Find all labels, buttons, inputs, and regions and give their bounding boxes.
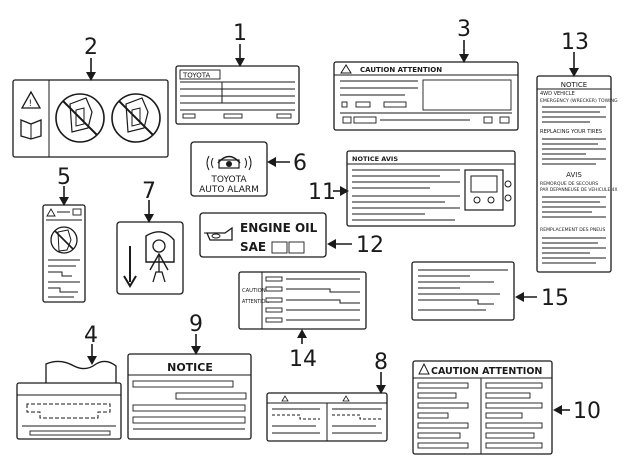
label-5-child-seat (42, 204, 86, 303)
label-4-wavy-label (16, 360, 122, 440)
callout-5: 5 (57, 165, 71, 190)
child-in-seat-icon (145, 231, 175, 283)
label-15-info (411, 261, 515, 321)
sae-text: SAE (240, 240, 266, 254)
callout-10: 10 (573, 399, 601, 424)
engine-diagram-icon (464, 169, 512, 211)
label-1-toyota-info: TOYOTA (175, 65, 300, 125)
remorque-13b-text: PAR DEPANNEUSE DE VEHICULE 4X (540, 187, 617, 193)
label-8-dual (266, 392, 388, 442)
no-rear-facing-seat-icon (111, 93, 161, 143)
callout-8: 8 (374, 350, 388, 375)
avis-13-title: AVIS (566, 171, 582, 179)
label-3-caution-attention: CAUTION ATTENTION (333, 61, 519, 131)
vehicle-13-text: 4WD VEHICLE (540, 91, 575, 97)
callout-1: 1 (233, 21, 247, 46)
callout-numbers: 1 2 3 4 5 6 7 8 9 10 11 12 13 14 15 (57, 17, 601, 424)
label-6-auto-alarm: TOYOTA AUTO ALARM (190, 141, 268, 197)
label-13-notice-towing: NOTICE 4WD VEHICLE EMERGENCY (WRECKER) T… (536, 75, 618, 273)
manual-book-icon (20, 119, 42, 140)
caution-attention-text-10: CAUTION ATTENTION (431, 366, 542, 377)
label-10-caution-attention: CAUTION ATTENTION (412, 360, 553, 455)
svg-text:!: ! (29, 99, 33, 109)
engine-oil-text: ENGINE OIL (240, 221, 318, 235)
label-12-engine-oil: ENGINE OIL SAE (199, 212, 327, 258)
notice-13-title: NOTICE (561, 81, 587, 89)
remplacement-13-text: REMPLACEMENT DES PNEUS (540, 227, 606, 233)
notice-9-title: NOTICE (167, 361, 213, 374)
callout-arrows (59, 40, 579, 415)
label-9-notice: NOTICE (127, 353, 252, 440)
label-7-child-seat-icon (116, 221, 184, 295)
rear-arrow-icon (123, 246, 137, 288)
emergency-13-text: EMERGENCY (WRECKER) TOWING (540, 98, 618, 104)
callout-6: 6 (293, 151, 307, 176)
no-child-seat-icon (55, 93, 105, 143)
toyota-text: TOYOTA (182, 72, 211, 80)
callout-3: 3 (457, 17, 471, 42)
toyota-alarm-line-1: TOYOTA (210, 175, 247, 185)
callout-14: 14 (289, 347, 317, 372)
remorque-13a-text: REMORQUE DE SECOURS (540, 181, 598, 187)
label-2-airbag-warning: ! (12, 79, 169, 158)
attention-14-text: ATTENTION (242, 299, 269, 305)
caution-attention-text-3: CAUTION ATTENTION (360, 66, 442, 74)
replacing-13-text: REPLACING YOUR TIRES (540, 129, 602, 135)
notice-avis-title: NOTICE AVIS (352, 155, 398, 163)
callout-15: 15 (541, 286, 569, 311)
warning-triangle-icon: ! (20, 90, 42, 109)
caution-14-text: CAUTION (242, 288, 266, 294)
callout-12: 12 (356, 233, 384, 258)
callout-2: 2 (84, 35, 98, 60)
callout-4: 4 (84, 323, 98, 348)
alarm-car-icon (206, 155, 252, 171)
callout-9: 9 (189, 312, 203, 337)
callout-11: 11 (308, 180, 336, 205)
toyota-alarm-line-2: AUTO ALARM (199, 185, 259, 195)
label-11-notice-avis: NOTICE AVIS (346, 150, 516, 227)
oil-can-icon (204, 226, 233, 241)
label-14-caution: CAUTION ATTENTION (238, 271, 367, 330)
callout-13: 13 (561, 30, 589, 55)
callout-7: 7 (142, 179, 156, 204)
